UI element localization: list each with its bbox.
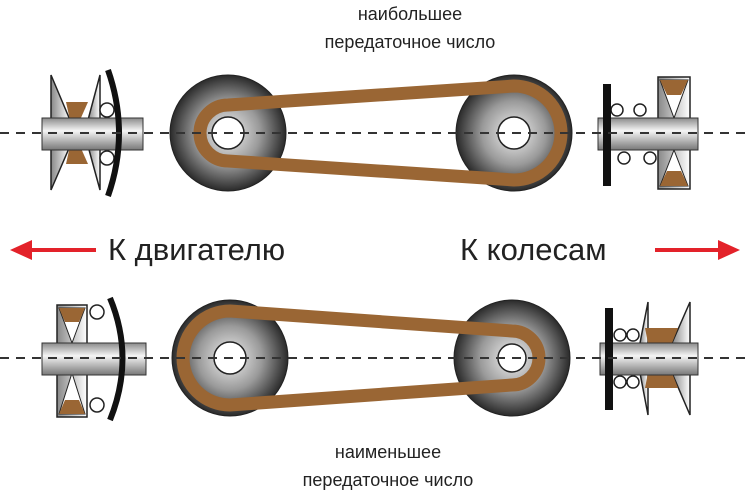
bottom-caption-line1: наименьшее bbox=[334, 442, 442, 462]
left-variator-top bbox=[41, 69, 144, 197]
top-assembly bbox=[0, 69, 750, 197]
belt-bottom bbox=[176, 304, 546, 412]
arrow-left-icon bbox=[10, 240, 96, 260]
left-label: К двигателю bbox=[108, 232, 286, 267]
belt-top bbox=[193, 79, 568, 187]
top-caption-line2: передаточное число bbox=[324, 32, 496, 52]
bottom-caption-line2: передаточное число bbox=[302, 470, 474, 490]
top-caption-line1: наибольшее bbox=[357, 4, 463, 24]
arrow-right-icon bbox=[655, 240, 740, 260]
right-label: К колесам bbox=[460, 232, 607, 267]
bottom-assembly bbox=[0, 296, 750, 422]
